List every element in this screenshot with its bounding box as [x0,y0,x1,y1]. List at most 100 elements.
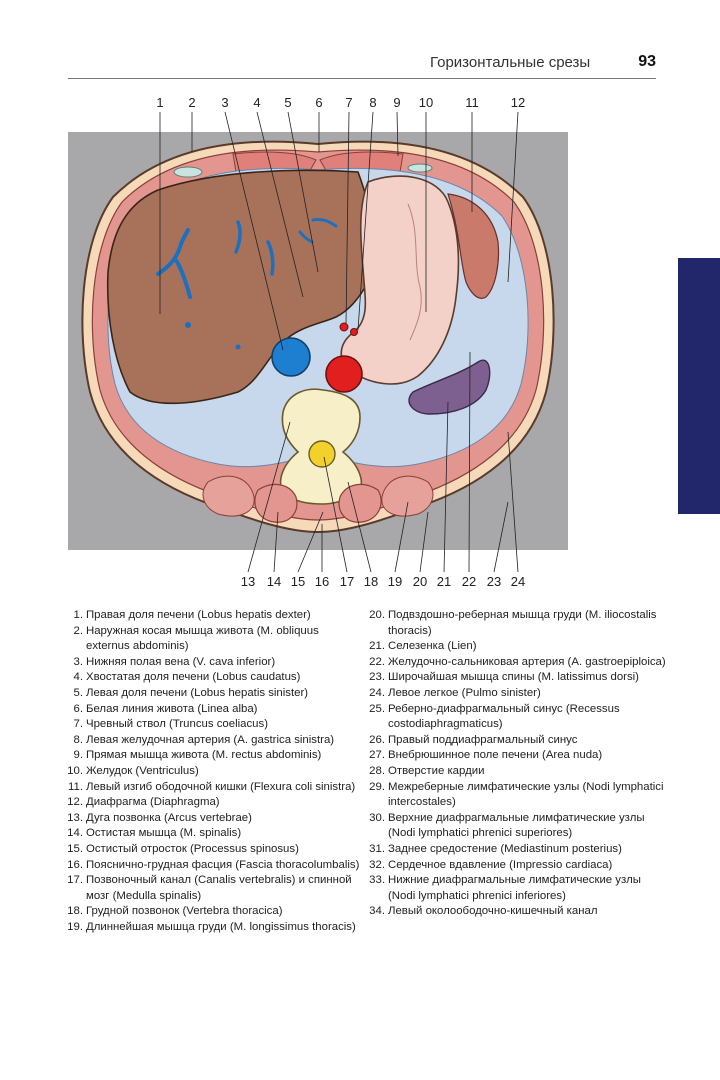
legend-text: Подвздошно-реберная мышца груди (M. ilio… [388,609,657,637]
legend-number: 25. [369,702,385,715]
stomach [340,175,460,385]
colic-flexure [447,193,500,299]
hepatic-vein-5 [235,344,241,350]
legend-text: Правая доля печени (Lobus hepatis dexter… [86,609,311,621]
hepatic-vein-2 [234,220,275,276]
stomach-rugae [407,203,422,341]
legend-number: 28. [369,764,385,777]
label-20: 20 [413,574,427,589]
legend-item: 27.Внебрюшинное поле печени (Area nuda) [366,748,666,764]
legend-number: 16. [67,858,83,871]
label-2: 2 [188,95,195,110]
label-9: 9 [393,95,400,110]
legend-item: 33.Нижние диафрагмальные лимфатические у… [366,873,666,904]
legend-text: Остистый отросток (Processus spinosus) [86,842,299,855]
legend-number: 12. [67,796,83,809]
label-6: 6 [315,95,322,110]
legend-item: 18.Грудной позвонок (Vertebra thoracica) [64,904,360,920]
legend-number: 3. [73,655,84,668]
legend-text: Реберно-диафрагмальный синус (Recessus c… [388,702,620,731]
legend-item: 8.Левая желудочная артерия (A. gastrica … [64,733,360,749]
label-24: 24 [511,574,525,589]
legend-text: Правый поддиафрагмальный синус [388,733,578,746]
legend-text: Верхние диафрагмальные лимфатические узл… [388,811,645,840]
legend-item: 34.Левый околоободочно-кишечный канал [366,904,666,920]
legend-item: 29.Межреберные лимфатические узлы (Nodi … [366,780,666,811]
legend-item: 3.Нижняя полая вена (V. cava inferior) [64,655,360,671]
longissimus-left [381,475,434,517]
legend-text: Длиннейшая мышца груди (M. longissimus t… [86,920,356,933]
label-10: 10 [419,95,433,110]
legend-item: 4.Хвостатая доля печени (Lobus caudatus) [64,670,360,686]
legend-column-2: 20.Подвздошно-реберная мышца груди (M. i… [366,608,666,920]
spinal-canal [308,440,336,468]
legend-number: 18. [67,905,83,918]
legend-text: Левое легкое (Pulmo sinister) [388,686,541,699]
legend-item: 19.Длиннейшая мышца груди (M. longissimu… [64,920,360,936]
legend-text: Хвостатая доля печени (Lobus caudatus) [86,671,301,684]
legend-text: Левый околоободочно-кишечный канал [388,905,598,918]
legend-item: 6.Белая линия живота (Linea alba) [64,702,360,718]
legend-text: Позвоночный канал (Canalis vertebralis) … [86,874,352,902]
legend-item: 32.Сердечное вдавление (Impressio cardia… [366,858,666,874]
legend-number: 11. [68,780,83,793]
spinalis-right [254,483,298,523]
label-16: 16 [315,574,329,589]
legend-item: 11.Левый изгиб ободочной кишки (Flexura … [64,780,360,796]
anatomy-figure: 1 2 3 4 5 6 7 8 9 10 11 12 [68,92,568,592]
legend-column-1: 1.Правая доля печени (Lobus hepatis dext… [64,608,360,935]
legend-number: 30. [369,811,385,824]
left-gastric-artery [350,328,358,336]
legend-number: 32. [369,858,385,871]
bottom-label-row: 13 14 15 16 17 18 19 20 21 22 23 24 [241,574,525,589]
legend-item: 14.Остистая мышца (M. spinalis) [64,826,360,842]
leader-lines [159,111,519,573]
legend-item: 30.Верхние диафрагмальные лимфатические … [366,811,666,842]
legend-text: Желудок (Ventriculus) [86,764,199,777]
legend-text: Дуга позвонка (Arcus vertebrae) [86,811,252,824]
legend-item: 24.Левое легкое (Pulmo sinister) [366,686,666,702]
legend-text: Заднее средостение (Mediastinum posteriu… [388,842,622,855]
label-1: 1 [156,95,163,110]
legend-text: Внебрюшинное поле печени (Area nuda) [388,749,603,762]
label-22: 22 [462,574,476,589]
label-19: 19 [388,574,402,589]
legend-number: 34. [369,905,385,918]
legend-number: 5. [73,686,84,699]
legend-number: 15. [67,842,83,855]
legend-number: 26. [369,733,385,746]
legend-number: 9. [73,749,84,762]
legend-item: 16.Пояснично-грудная фасция (Fascia thor… [64,858,360,874]
legend-item: 10.Желудок (Ventriculus) [64,764,360,780]
header-rule [68,78,656,79]
legend-text: Широчайшая мышца спины (M. latissimus do… [388,671,639,684]
label-18: 18 [364,574,378,589]
legend-number: 13. [67,811,83,824]
legend-item: 15.Остистый отросток (Processus spinosus… [64,842,360,858]
legend-item: 25.Реберно-диафрагмальный синус (Recessu… [366,702,666,733]
legend-item: 21.Селезенка (Lien) [366,639,666,655]
legend-number: 20. [369,609,385,621]
celiac-trunk [339,322,349,332]
legend-text: Диафрагма (Diaphragma) [86,796,220,809]
legend-item: 5.Левая доля печени (Lobus hepatis sinis… [64,686,360,702]
legend-item: 2.Наружная косая мышца живота (M. obliqu… [64,624,360,655]
legend-item: 17.Позвоночный канал (Canalis vertebrali… [64,873,360,904]
legend-number: 21. [369,640,385,653]
legend-number: 7. [73,718,84,731]
label-11: 11 [465,95,479,110]
legend-item: 28.Отверстие кардии [366,764,666,780]
legend-number: 22. [369,655,385,668]
legend-text: Пояснично-грудная фасция (Fascia thoraco… [86,858,360,871]
legend-text: Левая желудочная артерия (A. gastrica si… [86,733,335,746]
legend-number: 27. [369,749,385,762]
label-12: 12 [511,95,525,110]
legend-number: 6. [73,702,84,715]
section-title: Горизонтальные срезы [430,54,591,71]
legend-number: 19. [67,920,83,933]
legend-text: Чревный ствол (Truncus coeliacus) [86,718,269,731]
legend-number: 33. [369,874,385,887]
legend-text: Нижние диафрагмальные лимфатические узлы… [388,874,641,902]
longissimus-right [202,475,255,517]
legend-text: Нижняя полая вена (V. cava inferior) [86,655,276,668]
